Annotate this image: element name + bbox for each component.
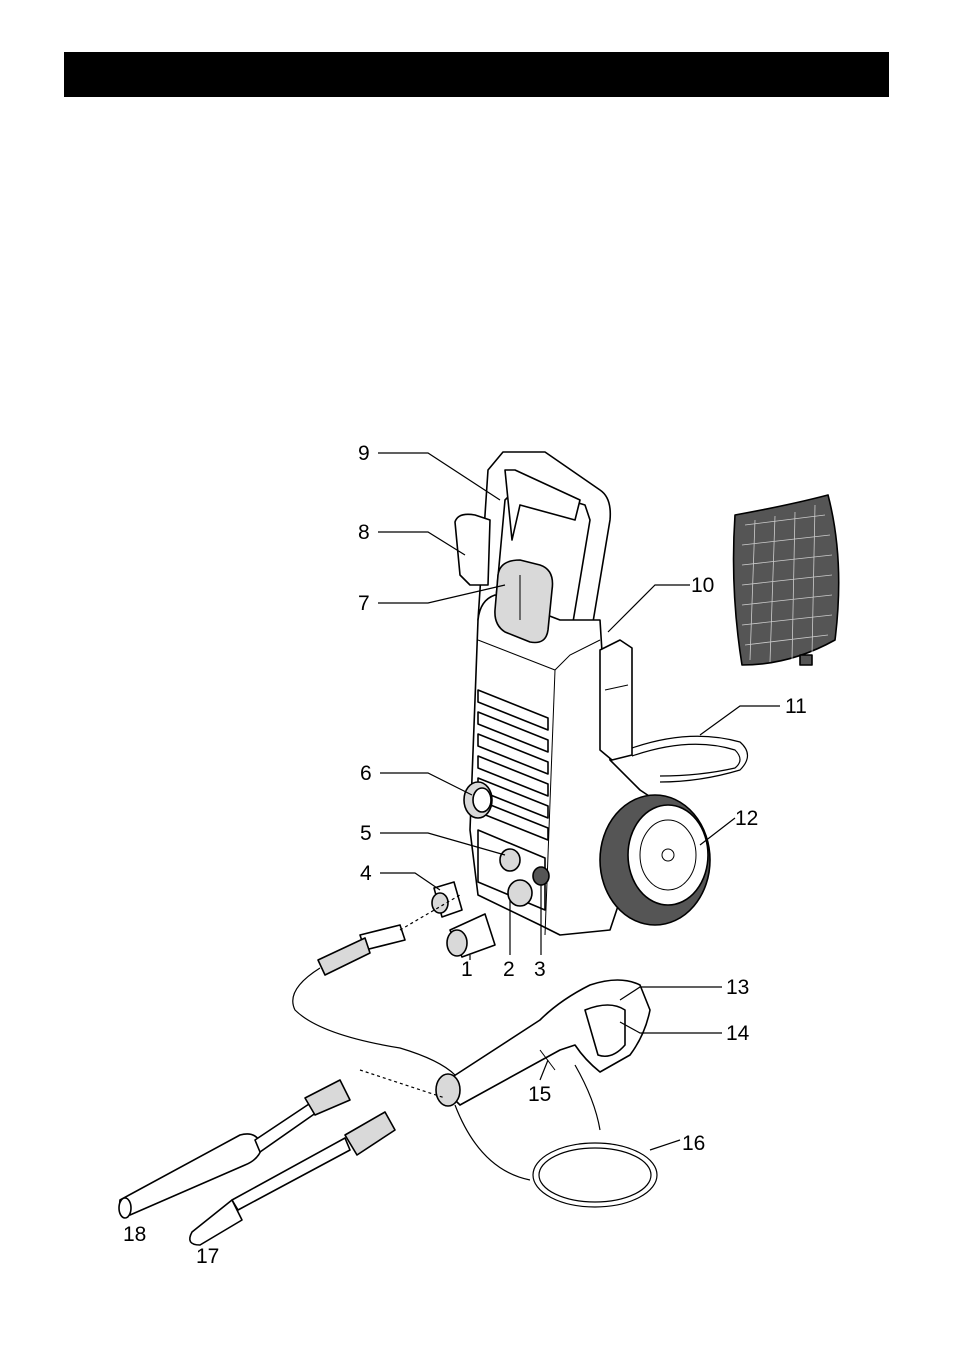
callout-15: 15	[528, 1083, 551, 1106]
net-bag	[734, 495, 839, 665]
callout-1: 1	[461, 958, 473, 981]
high-pressure-hose	[293, 895, 460, 1075]
callout-2: 2	[503, 958, 515, 981]
callout-8: 8	[358, 521, 370, 544]
callout-10: 10	[691, 574, 714, 597]
callout-13: 13	[726, 976, 749, 999]
callout-4: 4	[360, 862, 372, 885]
lance-17	[190, 1112, 395, 1245]
callout-3: 3	[534, 958, 546, 981]
lance-18	[119, 1080, 350, 1218]
callout-16: 16	[682, 1132, 705, 1155]
callout-12: 12	[735, 807, 758, 830]
callout-17: 17	[196, 1245, 219, 1268]
spray-gun	[436, 980, 650, 1130]
hose-coil-16	[360, 1070, 657, 1207]
callout-9: 9	[358, 442, 370, 465]
callout-5: 5	[360, 822, 372, 845]
washer-body	[455, 452, 710, 935]
callout-14: 14	[726, 1022, 750, 1045]
callout-18: 18	[123, 1223, 146, 1246]
hose-coil-11	[632, 736, 748, 782]
callout-7: 7	[358, 592, 370, 615]
callout-6: 6	[360, 762, 372, 785]
callout-11: 11	[785, 695, 807, 718]
